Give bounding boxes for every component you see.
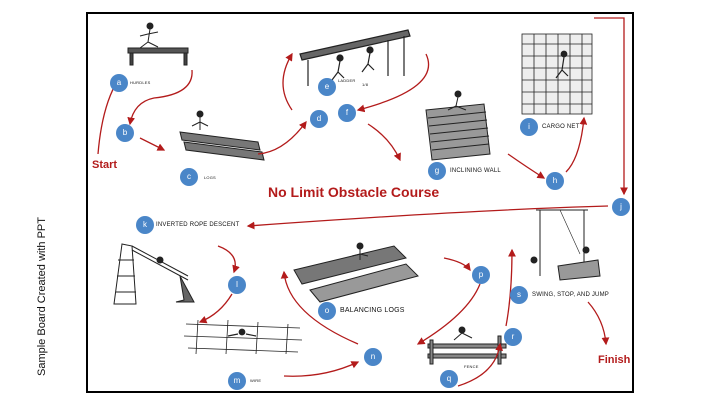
station-marker-k: k (136, 216, 154, 234)
station-caption-e: LADDER (338, 78, 356, 83)
station-marker-g: g (428, 162, 446, 180)
side-caption: Sample Board Created with PPT (36, 217, 48, 376)
station-marker-p: p (472, 266, 490, 284)
fence-illustration (427, 326, 507, 365)
station-marker-r: r (504, 328, 522, 346)
station-marker-d: d (310, 110, 328, 128)
station-marker-l: l (228, 276, 246, 294)
station-marker-c: c (180, 168, 198, 186)
station-marker-f: f (338, 104, 356, 122)
station-caption-k: INVERTED ROPE DESCENT (156, 222, 240, 228)
wire-illustration (183, 319, 303, 355)
station-caption-c: LOGS (204, 175, 216, 180)
cargo-net-illustration (521, 33, 593, 115)
station-caption-g: INCLINING WALL (450, 168, 501, 174)
inclining-wall-illustration (425, 90, 491, 161)
station-marker-o: o (318, 302, 336, 320)
logs-illustration (179, 110, 265, 161)
station-marker-n: n (364, 348, 382, 366)
station-marker-q: q (440, 370, 458, 388)
ladder-illustration (299, 29, 411, 86)
course-illustration (97, 17, 628, 387)
station-marker-i: i (520, 118, 538, 136)
station-marker-h: h (546, 172, 564, 190)
course-arrows (97, 17, 628, 387)
station-caption-i: CARGO NET (542, 124, 580, 130)
ladder-tag: 1/8 (362, 82, 369, 87)
station-marker-m: m (228, 372, 246, 390)
station-marker-a: a (110, 74, 128, 92)
station-marker-j: j (612, 198, 630, 216)
station-caption-a: HURDLES (130, 80, 151, 85)
hurdles-illustration (127, 22, 189, 66)
station-marker-e: e (318, 78, 336, 96)
rope-descent-illustration (113, 243, 195, 305)
obstacle-course-board: No Limit Obstacle Course Start Finish a … (86, 12, 634, 393)
start-label: Start (92, 159, 118, 171)
finish-label: Finish (598, 354, 631, 366)
station-caption-m: WIRE (250, 378, 262, 383)
station-marker-b: b (116, 124, 134, 142)
station-marker-s: s (510, 286, 528, 304)
course-title: No Limit Obstacle Course (268, 184, 440, 200)
station-caption-o: BALANCING LOGS (340, 307, 405, 314)
station-caption-q: FENCE (464, 364, 479, 369)
balancing-logs-illustration (293, 242, 419, 303)
station-caption-s: SWING, STOP, AND JUMP (532, 292, 609, 298)
swing-illustration (530, 209, 601, 281)
